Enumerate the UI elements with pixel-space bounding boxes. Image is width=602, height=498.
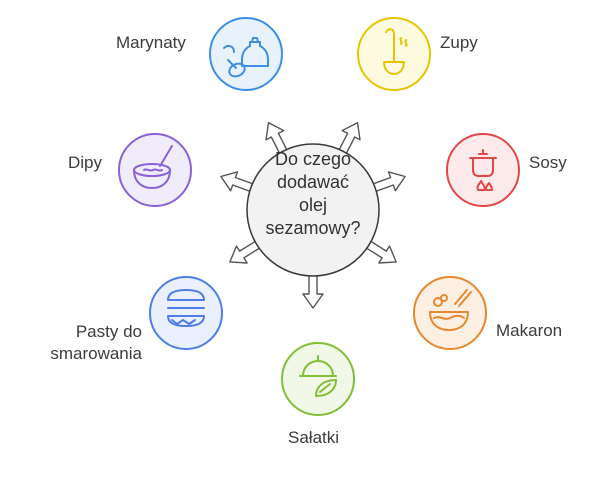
node-pasty — [149, 276, 223, 350]
center-question: Do czego dodawać olej sezamowy? — [250, 148, 376, 240]
label-pasty-line-1: Pasty do — [75, 322, 142, 341]
center-question-line-3: olej — [298, 195, 328, 215]
node-makaron — [413, 276, 487, 350]
label-pasty: Pasty do — [64, 321, 142, 342]
label-dipy: Dipy — [68, 153, 103, 172]
label-zupy: Zupy — [440, 33, 478, 52]
label-marynaty: Marynaty — [116, 33, 186, 52]
jar-and-spoon-icon — [223, 37, 269, 78]
node-zupy — [357, 17, 431, 91]
arrows-group — [220, 121, 406, 309]
label-sosy: Sosy — [529, 153, 567, 172]
center-question-line-1: Do czego — [274, 149, 352, 169]
label-makaron: Makaron — [496, 321, 563, 340]
ladle-icon — [383, 28, 408, 75]
node-marynaty — [209, 17, 283, 91]
center-circle — [246, 143, 380, 277]
dip-bowl-icon — [133, 145, 173, 189]
noodle-bowl-icon — [429, 289, 472, 331]
node-salatki — [281, 342, 355, 416]
sandwich-spread-icon — [167, 289, 205, 327]
center-question-line-4: sezamowy? — [265, 218, 361, 238]
label-pasty-line-2: smarowania — [50, 344, 142, 363]
node-sosy — [446, 133, 520, 207]
cooking-pot-icon — [469, 149, 497, 191]
node-pasty-circle — [149, 276, 223, 350]
node-salatki-circle — [281, 342, 355, 416]
center-question-line-2: dodawać — [276, 172, 350, 192]
label-pasty-2: smarowania — [32, 343, 142, 364]
salad-leaf-icon — [299, 355, 337, 397]
node-marynaty-circle — [209, 17, 283, 91]
label-salatki: Sałatki — [288, 428, 340, 447]
node-dipy — [118, 133, 192, 207]
node-sosy-circle — [446, 133, 520, 207]
